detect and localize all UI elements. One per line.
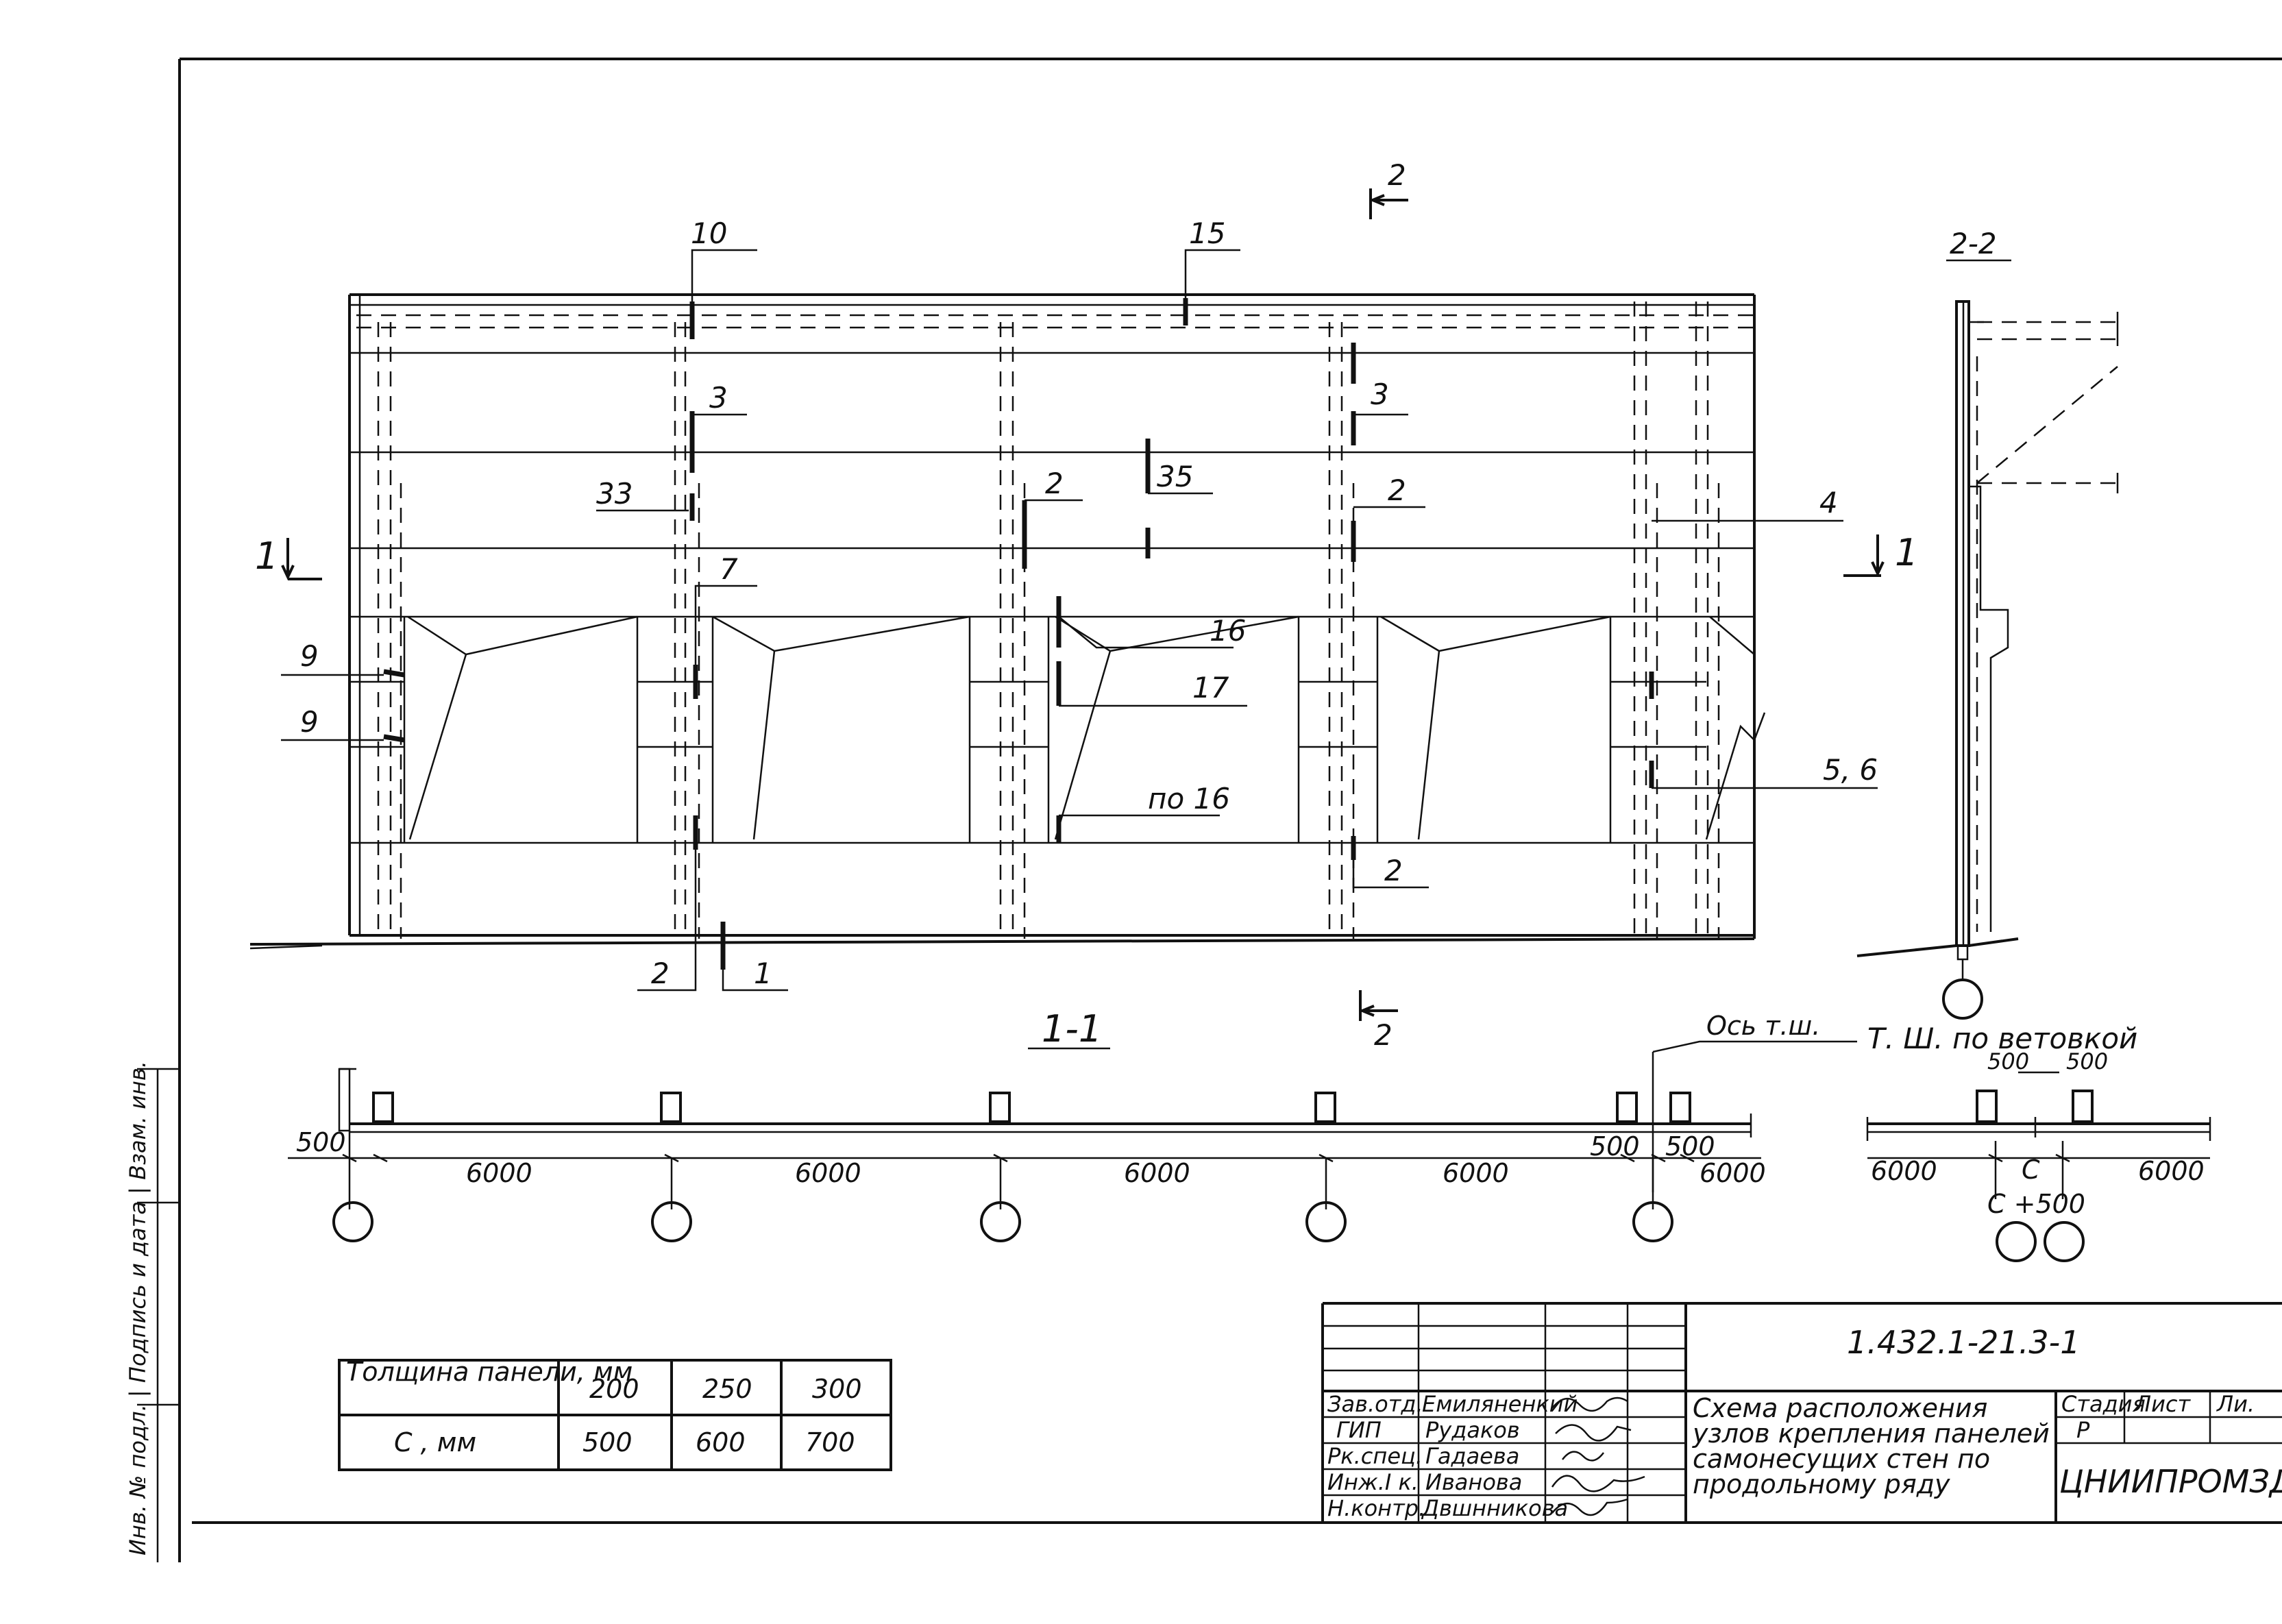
column-1: [377, 322, 402, 939]
callout-10: 10: [691, 217, 727, 250]
drawing-title-line-2: узлов крепления панелей: [1692, 1418, 2050, 1449]
joint-span-right: 6000: [2138, 1156, 2205, 1186]
section-2-2-title: 2-2: [1950, 227, 1997, 260]
callout-17: 17: [1192, 671, 1229, 704]
stage-value: Р: [2076, 1417, 2090, 1443]
drawing-title-line-4: продольному ряду: [1693, 1469, 1950, 1499]
sheet-header: Лист: [2134, 1391, 2191, 1417]
callout-po-16: по 16: [1148, 782, 1230, 815]
table-header-thickness: Толщина панели, мм: [346, 1357, 633, 1387]
callout-leaders: [281, 249, 1878, 992]
span-3: 6000: [1124, 1158, 1190, 1188]
sheets-header: Ли.: [2216, 1391, 2255, 1417]
callout-4: 4: [1819, 486, 1838, 519]
callout-15: 15: [1189, 217, 1225, 250]
table-c-600: 600: [696, 1427, 746, 1457]
svg-text:1: 1: [1895, 531, 1918, 574]
callout-7: 7: [720, 552, 738, 586]
role-group-lead: Рк.спец.: [1327, 1443, 1423, 1469]
column-2: [674, 322, 700, 939]
section-2-2: 2-2: [1856, 227, 2119, 1020]
joint-span-left: 6000: [1871, 1156, 1937, 1186]
span-5: 6000: [1700, 1158, 1766, 1188]
callout-35: 35: [1157, 460, 1193, 493]
section-1-1: 1-1 Ось т.ш. 500 500 500 6000: [288, 1007, 1857, 1242]
name-3: Гадаева: [1425, 1443, 1519, 1469]
role-norm-control: Н.контр.: [1327, 1495, 1425, 1521]
window-openings: [349, 615, 1766, 843]
callout-1: 1: [754, 957, 772, 990]
name-1: Емиляненкий: [1422, 1391, 1578, 1417]
callout-3-left: 3: [709, 381, 728, 415]
role-head-of-dept: Зав.отд.: [1327, 1391, 1423, 1417]
joint-c500-label: С +500: [1987, 1189, 2085, 1219]
name-5: Двшнникова: [1421, 1495, 1568, 1521]
signatures: [1551, 1397, 1645, 1516]
stage-header: Стадия: [2061, 1391, 2146, 1417]
section-1-1-title: 1-1: [1042, 1007, 1102, 1050]
table-thickness-300: 300: [812, 1374, 862, 1404]
joint-title: Т. Ш. по ветовкой: [1867, 1022, 2137, 1055]
joint-dim-500-left: 500: [1987, 1048, 2029, 1074]
axis-bubble-2: [651, 1201, 692, 1242]
table-thickness-200: 200: [589, 1374, 639, 1404]
callout-9-upper: 9: [300, 639, 319, 673]
table-c-700: 700: [805, 1427, 855, 1457]
callout-5-6: 5, 6: [1823, 753, 1878, 787]
role-chief-engineer: ГИП: [1336, 1417, 1382, 1443]
callout-3-right: 3: [1371, 378, 1389, 411]
side-strip-text: Инв. № подл. | Подпись и дата | Взам. ин…: [125, 1061, 151, 1555]
drawing-title-line-1: Схема расположения: [1693, 1393, 1987, 1423]
name-4: Иванова: [1425, 1469, 1522, 1495]
callout-16: 16: [1210, 614, 1246, 648]
joint-axis-bubble-left: [1996, 1221, 2037, 1262]
joint-axis-label: Ось т.ш.: [1706, 1011, 1820, 1041]
dim-500-joint-left: 500: [1590, 1131, 1640, 1161]
section-cut-2-bottom: 2: [1358, 990, 1398, 1052]
callout-2-right: 2: [1388, 473, 1406, 507]
table-header-c: С , мм: [394, 1427, 476, 1457]
joint-axis-bubble-right: [2044, 1221, 2085, 1262]
dim-500-left: 500: [296, 1127, 346, 1157]
organization: ЦНИИПРОМЗДА: [2059, 1463, 2282, 1500]
svg-text:1: 1: [255, 534, 278, 578]
svg-text:2: 2: [1388, 158, 1406, 192]
column-4: [1328, 322, 1355, 939]
section-cut-1-right: 1: [1843, 531, 1918, 577]
column-3: [999, 322, 1026, 939]
title-block: 1.432.1-21.3-1 Зав.отд. ГИП Рк.спец. Инж…: [1321, 1302, 2282, 1523]
table-c-500: 500: [582, 1427, 633, 1457]
span-4: 6000: [1443, 1158, 1509, 1188]
callout-33: 33: [596, 477, 633, 510]
table-thickness-250: 250: [702, 1374, 752, 1404]
callout-2-mid: 2: [1045, 467, 1064, 500]
wall-elevation: 10 15 3 3 33 35 2 2 7 16 17 по 16 9 9 4 …: [249, 158, 1918, 1052]
thickness-table: Толщина панели, мм 200 250 300 С , мм 50…: [338, 1357, 892, 1471]
callout-2-bottom-left: 2: [651, 957, 670, 990]
axis-bubble-5: [1632, 1201, 1673, 1242]
name-2: Рудаков: [1425, 1417, 1520, 1443]
section-cut-1-left: 1: [255, 534, 322, 580]
callout-9-lower: 9: [300, 705, 319, 739]
axis-bubble-3: [980, 1201, 1021, 1242]
callout-2-bottom-right: 2: [1384, 854, 1403, 887]
expansion-joint-detail: Т. Ш. по ветовкой 500 500 6000 6000 С С …: [1866, 1022, 2211, 1262]
joint-dim-500-right: 500: [2066, 1048, 2108, 1074]
axis-bubble-section-2-2: [1942, 979, 1983, 1020]
span-1: 6000: [466, 1158, 532, 1188]
svg-text:2: 2: [1374, 1018, 1392, 1052]
sheet-frame: [137, 58, 2282, 1562]
drawing-title-line-3: самонесущих стен по: [1693, 1444, 1990, 1474]
doc-number: 1.432.1-21.3-1: [1847, 1324, 2080, 1361]
joint-c-label: С: [2022, 1155, 2040, 1185]
axis-bubble-1: [332, 1201, 373, 1242]
span-2: 6000: [795, 1158, 861, 1188]
role-engineer: Инж.I к.: [1327, 1469, 1419, 1495]
anchor-marks: [383, 298, 1654, 970]
section-cut-2-top: 2: [1369, 158, 1408, 219]
dim-500-joint-right: 500: [1665, 1131, 1715, 1161]
axis-bubble-4: [1305, 1201, 1347, 1242]
